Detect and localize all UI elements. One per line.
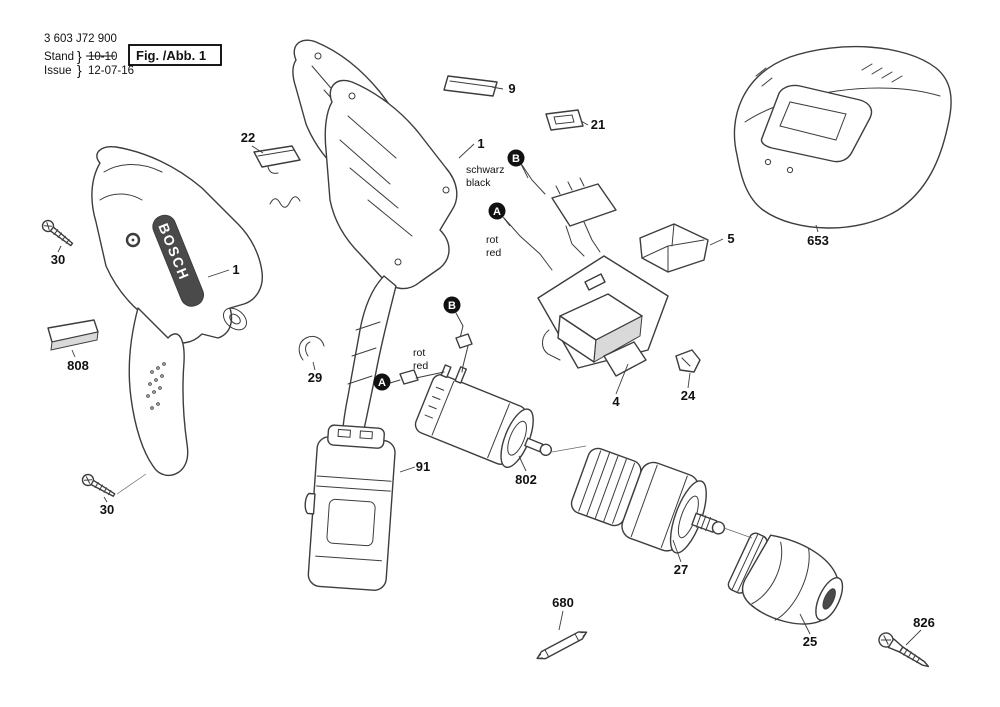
- screw-30-top: [41, 219, 74, 247]
- brace-top: }: [77, 48, 82, 64]
- wire-label-schwarz: schwarz: [466, 164, 505, 176]
- figure-label: Fig. /Abb. 1: [136, 48, 206, 63]
- wire-label-rot-upper: rot: [486, 234, 498, 246]
- callout-4: 4: [612, 394, 620, 409]
- electronics-module-4: [503, 164, 669, 377]
- marker-b-lower: B: [448, 300, 456, 312]
- marker-b-lower-circle: [443, 296, 461, 314]
- wire-label-black: black: [466, 177, 491, 189]
- issue-date: 12-07-16: [88, 65, 134, 77]
- callout-802: 802: [515, 472, 537, 487]
- drill-body-left: BOSCH: [91, 146, 263, 477]
- callout-1-left: 1: [232, 262, 239, 277]
- wire-label-red-lower: red: [413, 360, 428, 372]
- motor-wires: [389, 312, 473, 385]
- marker-a-upper-circle: [488, 202, 506, 220]
- callout-21: 21: [591, 117, 605, 132]
- callout-labels: 9 21 1 22 30 1 808 29 91 30 5 653 4 24 8…: [51, 81, 935, 649]
- screw-826: [878, 632, 930, 668]
- bracket-24: [675, 349, 701, 373]
- superseded-date: 10-10: [88, 51, 117, 63]
- clip-plate-22: [253, 145, 301, 208]
- issue-label: Issue: [44, 65, 72, 77]
- handle-vent-dots: [146, 362, 166, 410]
- u-clip-29: [298, 335, 325, 361]
- brace-bottom: }: [77, 62, 82, 78]
- badge-dot: [131, 238, 135, 242]
- leader-lines: [57, 86, 922, 646]
- callout-653: 653: [807, 233, 829, 248]
- screw-30-bottom: [81, 473, 116, 497]
- charger-653: [733, 45, 952, 229]
- gearbox-27: [570, 447, 726, 554]
- callout-808: 808: [67, 358, 89, 373]
- callout-29: 29: [308, 370, 322, 385]
- callout-27: 27: [674, 562, 688, 577]
- trim-strip-9: [443, 75, 498, 97]
- contact-holder-5: [639, 223, 709, 273]
- chuck-25: [727, 532, 844, 625]
- callout-24: 24: [681, 388, 696, 403]
- callout-680: 680: [552, 595, 574, 610]
- marker-a-lower-circle: [373, 373, 391, 391]
- figure-label-box: [128, 44, 222, 66]
- wire-label-rot-lower: rot: [413, 347, 425, 359]
- callout-826: 826: [913, 615, 935, 630]
- marker-b-upper: B: [512, 153, 520, 165]
- button-21: [545, 109, 584, 131]
- callout-30-top: 30: [51, 252, 65, 267]
- callout-25: 25: [803, 634, 817, 649]
- bit-680: [536, 631, 588, 660]
- screw-axis-line: [116, 473, 147, 495]
- callout-22: 22: [241, 130, 255, 145]
- wire-label-red-upper: red: [486, 247, 501, 259]
- wire-markers: B A B A schwarz black rot red rot red: [373, 149, 525, 391]
- motor-802: [414, 364, 553, 468]
- callout-9: 9: [508, 81, 515, 96]
- callout-5: 5: [727, 231, 734, 246]
- callout-30-bottom: 30: [100, 502, 114, 517]
- charger-vents: [755, 63, 903, 87]
- callout-91: 91: [416, 459, 430, 474]
- pad-808: [47, 319, 99, 351]
- marker-a-lower: A: [378, 377, 386, 389]
- marker-b-upper-circle: [507, 149, 525, 167]
- part-number: 3 603 J72 900: [44, 33, 117, 45]
- marker-a-upper: A: [493, 206, 501, 218]
- callout-1-right: 1: [477, 136, 484, 151]
- axis-lines: [551, 445, 753, 539]
- title-block: 3 603 J72 900 Stand } 10-10 Issue } 12-0…: [44, 33, 222, 78]
- stand-label: Stand: [44, 51, 74, 63]
- battery-91: [304, 424, 396, 591]
